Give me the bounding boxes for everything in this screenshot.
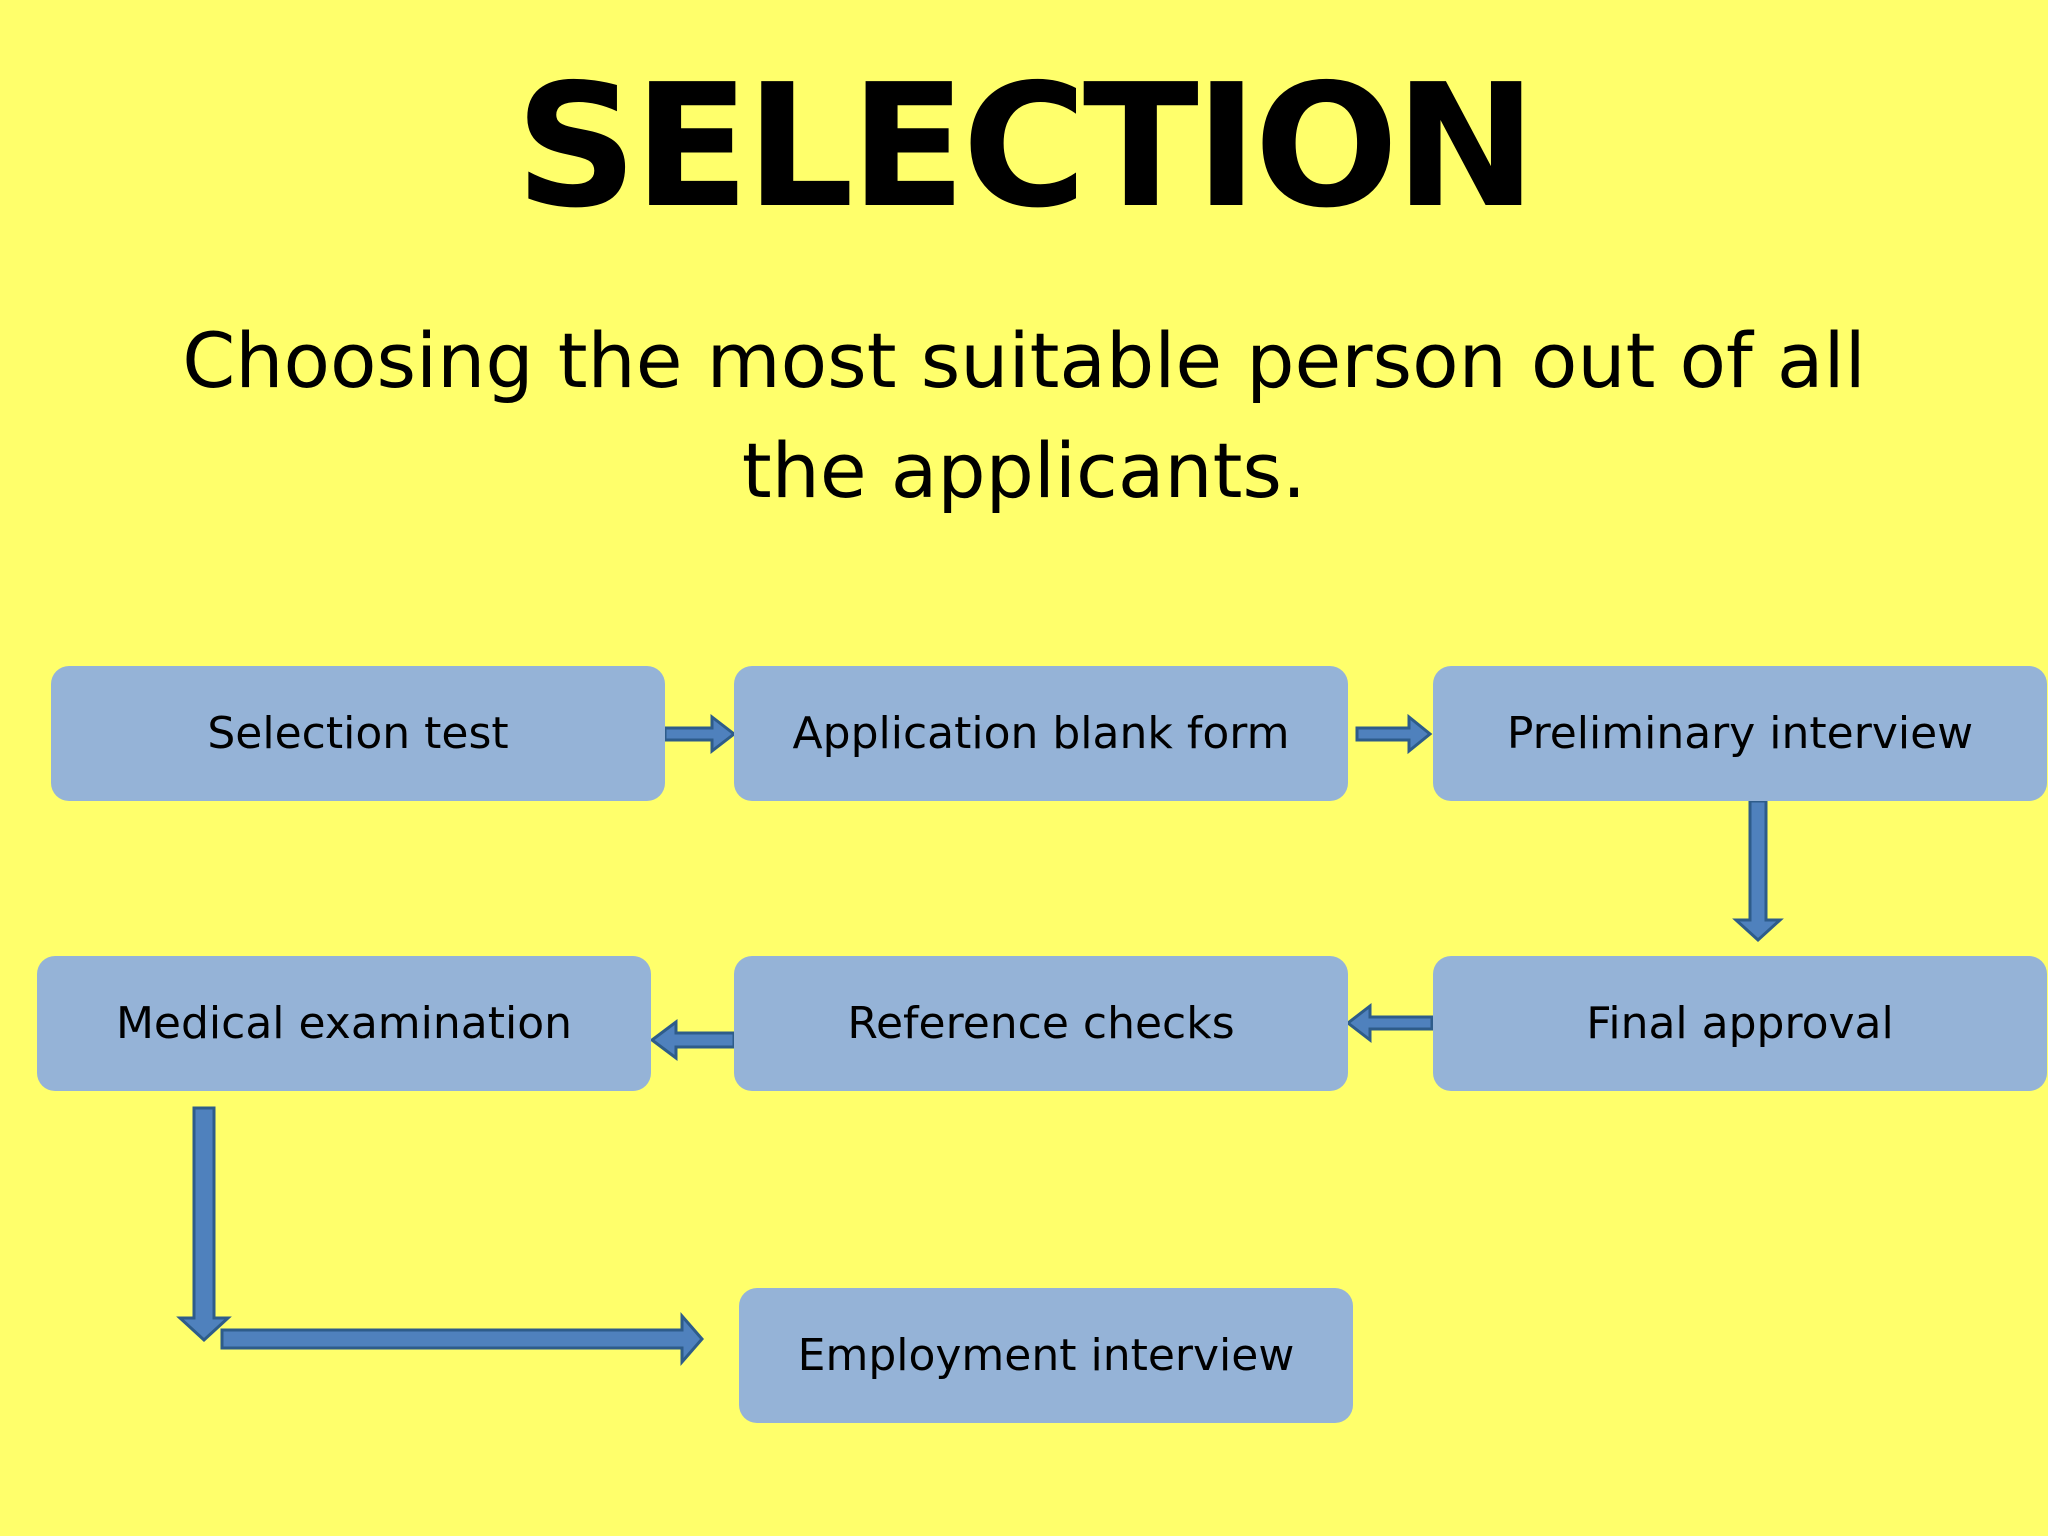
- arrow-left-2: [649, 1019, 736, 1061]
- step-selection-test: Selection test: [51, 666, 665, 801]
- arrow-down-1: [1732, 799, 1784, 943]
- arrow-right-1: [663, 713, 737, 755]
- step-label: Selection test: [207, 708, 509, 759]
- step-preliminary-interview: Preliminary interview: [1433, 666, 2047, 801]
- step-label: Application blank form: [792, 708, 1290, 759]
- arrow-right-2: [1355, 713, 1433, 755]
- step-medical-examination: Medical examination: [37, 956, 651, 1091]
- step-reference-checks: Reference checks: [734, 956, 1348, 1091]
- step-employment-interview: Employment interview: [739, 1288, 1353, 1423]
- step-label: Final approval: [1586, 998, 1894, 1049]
- step-final-approval: Final approval: [1433, 956, 2047, 1091]
- arrow-left-1: [1345, 1002, 1434, 1044]
- step-label: Medical examination: [115, 998, 573, 1049]
- step-application-blank-form: Application blank form: [734, 666, 1348, 801]
- step-label: Reference checks: [847, 998, 1235, 1049]
- step-label: Preliminary interview: [1506, 708, 1974, 759]
- step-label: Employment interview: [797, 1330, 1295, 1381]
- arrow-right-3: [220, 1311, 704, 1367]
- slide-title: SELECTION: [515, 48, 1537, 246]
- arrow-down-2: [176, 1106, 232, 1343]
- slide-subtitle: Choosing the most suitable person out of…: [182, 316, 1866, 515]
